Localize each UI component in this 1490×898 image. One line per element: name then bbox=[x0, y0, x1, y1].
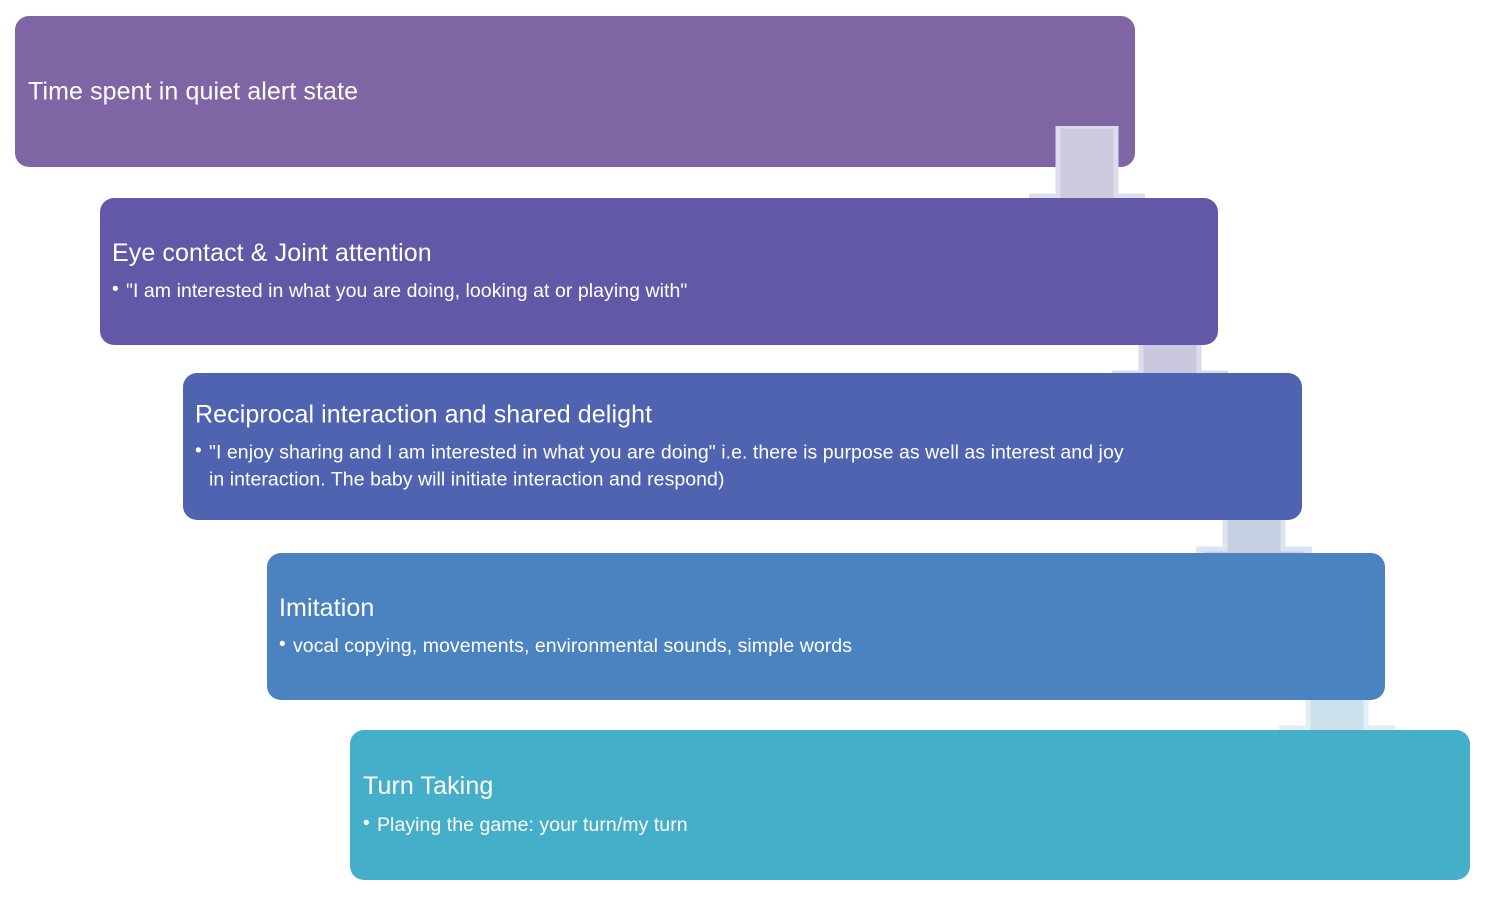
stage-box-content: Time spent in quiet alert state bbox=[15, 77, 1135, 107]
stage-bullet: "I enjoy sharing and I am interested in … bbox=[195, 438, 1129, 493]
stage-box-content: Reciprocal interaction and shared deligh… bbox=[183, 400, 1302, 493]
stage-bullet-list: "I am interested in what you are doing, … bbox=[112, 277, 1202, 305]
stage-box-quiet-alert[interactable]: Time spent in quiet alert state bbox=[15, 16, 1135, 167]
stage-bullet: "I am interested in what you are doing, … bbox=[112, 277, 1106, 305]
stage-bullet-list: vocal copying, movements, environmental … bbox=[279, 632, 1369, 660]
stage-bullet-list: "I enjoy sharing and I am interested in … bbox=[195, 438, 1286, 493]
stage-box-eye-contact[interactable]: Eye contact & Joint attention "I am inte… bbox=[100, 198, 1218, 345]
stage-title: Reciprocal interaction and shared deligh… bbox=[195, 399, 653, 428]
stage-title: Eye contact & Joint attention bbox=[112, 238, 432, 267]
stage-box-turn-taking[interactable]: Turn Taking Playing the game: your turn/… bbox=[350, 730, 1470, 880]
stage-title: Imitation bbox=[279, 593, 375, 622]
stage-box-reciprocal-interaction[interactable]: Reciprocal interaction and shared deligh… bbox=[183, 373, 1302, 520]
stage-box-imitation[interactable]: Imitation vocal copying, movements, envi… bbox=[267, 553, 1385, 700]
stage-box-content: Imitation vocal copying, movements, envi… bbox=[267, 593, 1385, 659]
stage-bullet: vocal copying, movements, environmental … bbox=[279, 632, 1273, 660]
stage-title: Time spent in quiet alert state bbox=[28, 76, 359, 105]
stage-bullet-list: Playing the game: your turn/my turn bbox=[363, 810, 1454, 838]
stage-box-content: Turn Taking Playing the game: your turn/… bbox=[350, 772, 1470, 838]
stage-box-content: Eye contact & Joint attention "I am inte… bbox=[100, 238, 1218, 304]
stage-title: Turn Taking bbox=[363, 771, 494, 800]
stage-bullet: Playing the game: your turn/my turn bbox=[363, 810, 1357, 838]
